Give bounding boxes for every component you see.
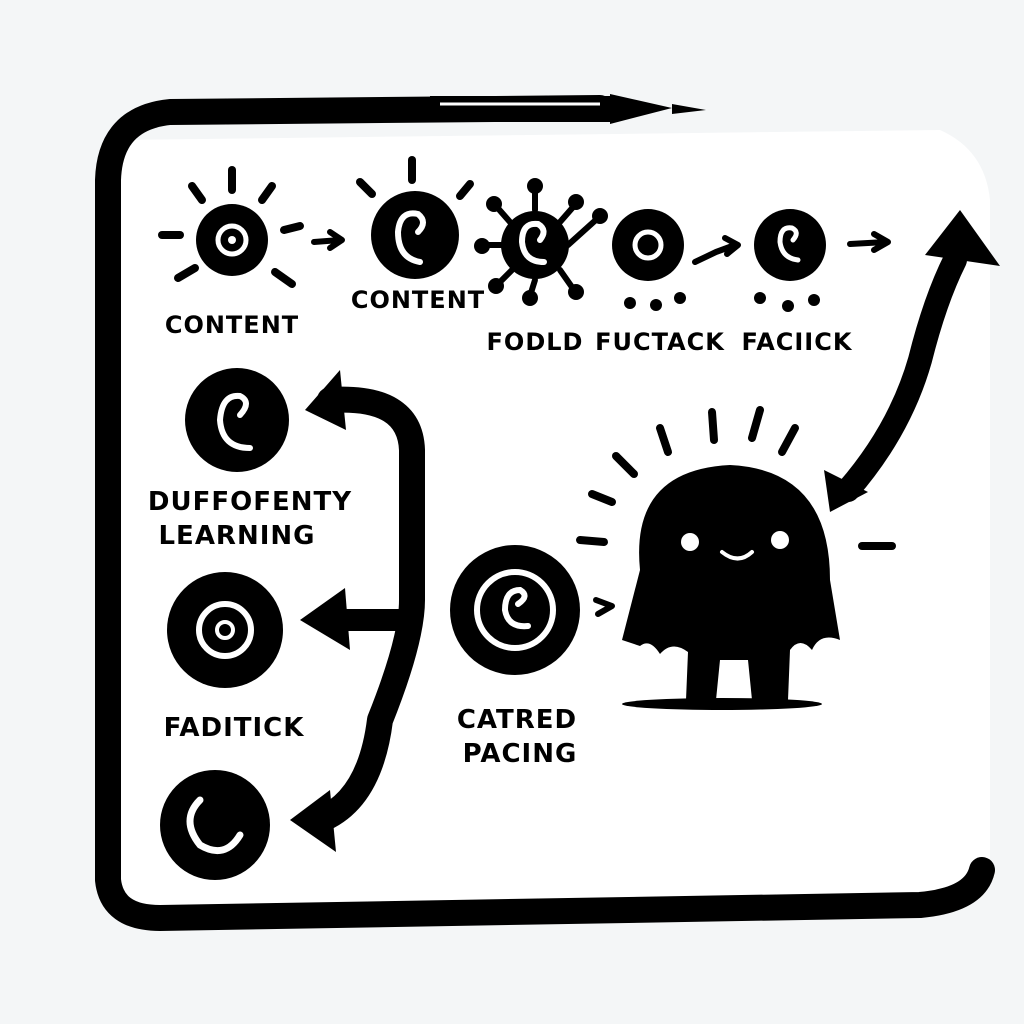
- label-catred: CATRED: [457, 705, 577, 735]
- target-icon: [167, 572, 283, 688]
- virus-icon: [474, 178, 608, 306]
- pencil-icon: [430, 94, 706, 124]
- label-learning: LEARNING: [158, 521, 315, 551]
- arrow-4: [593, 597, 615, 617]
- blob-mascot-icon: [576, 406, 896, 710]
- arrow-1: [311, 229, 345, 251]
- sun-icon: [158, 166, 304, 288]
- spiral-icon: [185, 368, 289, 472]
- arrow-2: [692, 235, 741, 265]
- spiral-icon: [450, 545, 580, 675]
- spiral-icon: [754, 209, 826, 312]
- arrow-3: [847, 231, 891, 253]
- label-fodld: FODLD: [487, 328, 584, 356]
- label-fuctack: FUCTACK: [595, 328, 725, 356]
- label-faditick: FADITICK: [164, 713, 305, 743]
- label-content-1: CONTENT: [165, 311, 299, 339]
- frame-stroke: [95, 95, 995, 931]
- label-pacing: PACING: [463, 739, 578, 769]
- bracket-connector: [290, 370, 425, 852]
- target-icon: [612, 209, 686, 311]
- spiral-icon: [160, 770, 270, 880]
- label-duffofenty: DUFFOFENTY: [148, 487, 352, 517]
- label-faciick: FACIICK: [742, 328, 853, 356]
- spiral-icon: [356, 156, 474, 279]
- curved-arrow: [824, 210, 1000, 512]
- paper-sheet: [105, 130, 990, 915]
- label-content-2: CONTENT: [351, 286, 485, 314]
